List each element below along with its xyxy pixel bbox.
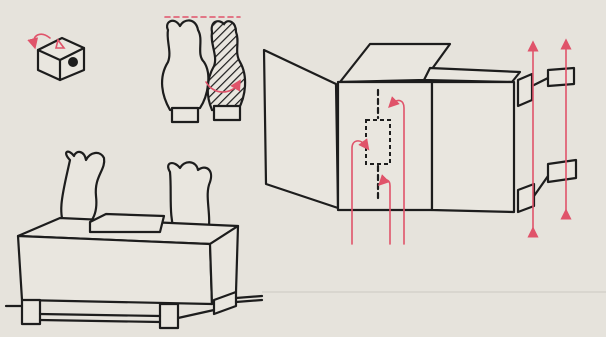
template-white-base: [172, 108, 198, 122]
stand-leg-left: [22, 300, 40, 324]
cube-hole-dot: [68, 57, 78, 67]
template-hatched-base: [214, 106, 240, 120]
stand-base-front: [18, 236, 212, 304]
box-right-panel: [432, 82, 514, 212]
stand-leg-right: [160, 304, 178, 328]
stand-block: [90, 214, 164, 232]
